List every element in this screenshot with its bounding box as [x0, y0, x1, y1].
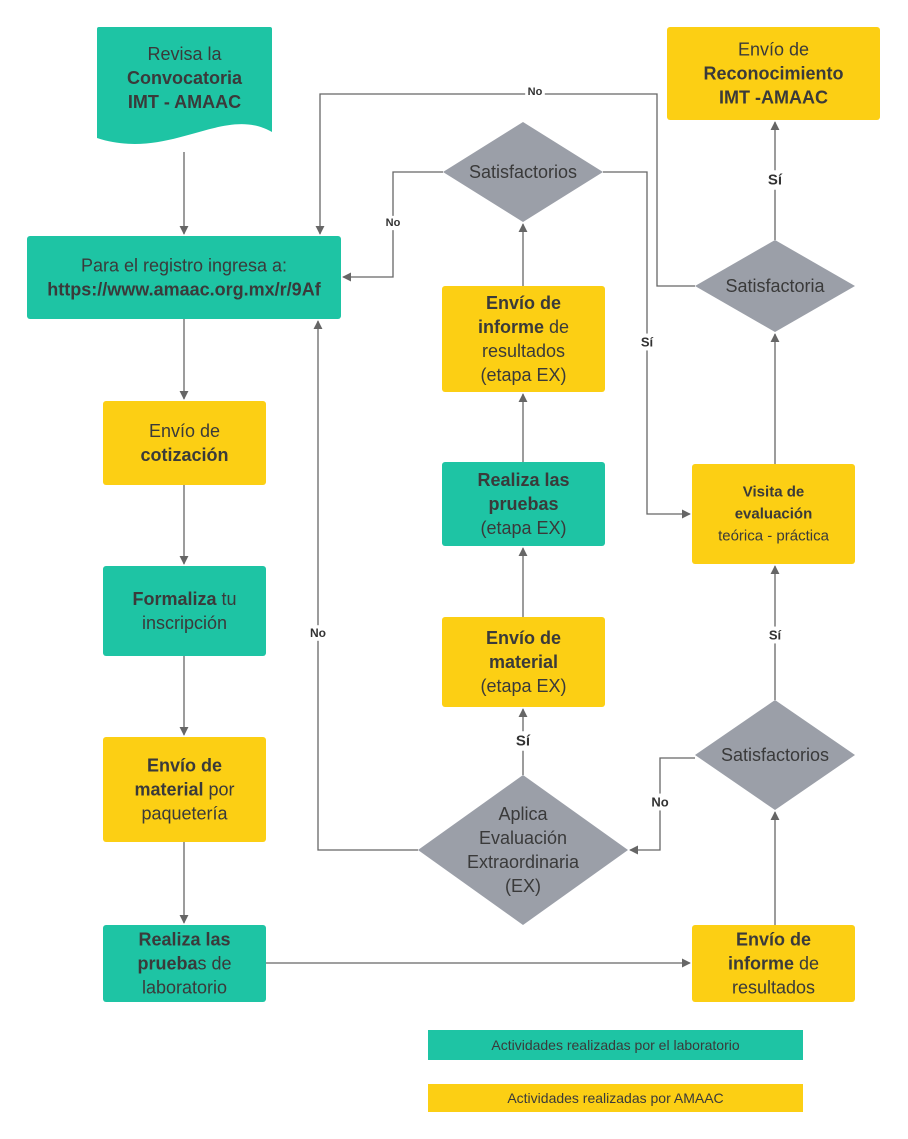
node-sat-ex: Satisfactorios	[443, 122, 603, 222]
edge-label-background	[762, 170, 788, 190]
node-text-line: laboratorio	[142, 978, 227, 998]
node-text-line: resultados	[482, 341, 565, 361]
node-shape	[442, 462, 605, 546]
node-text-line: Satisfactoria	[725, 276, 825, 296]
edge-label-background	[307, 625, 329, 641]
node-registro: Para el registro ingresa a: https://www.a…	[27, 236, 341, 319]
node-shape	[442, 286, 605, 392]
node-shape	[103, 925, 266, 1002]
node-informe: Envío de informe de resultados	[692, 925, 855, 1002]
node-text-line: resultados	[732, 978, 815, 998]
node-text-line: Reconocimiento	[703, 64, 843, 84]
node-shape	[27, 236, 341, 319]
legend-amaac: Actividades realizadas por AMAAC	[428, 1084, 803, 1112]
node-sat-informe: Satisfactorios	[695, 700, 855, 810]
node-text-line: Aplica	[498, 804, 548, 824]
edge-label-no-top: No	[528, 86, 543, 98]
edge-label-no-informe: No	[386, 217, 401, 229]
node-shape	[103, 737, 266, 842]
node-shape	[692, 925, 855, 1002]
node-shape	[695, 240, 855, 332]
node-shape	[695, 700, 855, 810]
edge-label-background	[510, 731, 536, 751]
node-text-line: Realiza las	[477, 470, 569, 490]
node-pruebas-ex: Realiza las pruebas (etapa EX)	[442, 462, 605, 546]
node-text-line: (etapa EX)	[480, 365, 566, 385]
node-text-line: Satisfactorios	[469, 162, 577, 182]
node-text-line: material	[489, 652, 558, 672]
node-text-line: Para el registro ingresa a:	[81, 256, 287, 276]
node-shape	[103, 401, 266, 485]
node-text-line: teórica - práctica	[718, 528, 830, 545]
node-text-line: evaluación	[735, 506, 813, 523]
node-text-line: Realiza las	[138, 930, 230, 950]
node-shape	[443, 122, 603, 222]
node-shape	[103, 566, 266, 656]
node-text-line: pruebas de	[137, 954, 231, 974]
node-text-line: Envío de	[736, 930, 811, 950]
legend-amaac-text: Actividades realizadas por AMAAC	[507, 1090, 724, 1106]
node-text-line: Envío de	[486, 293, 561, 313]
node-text-line: (etapa EX)	[480, 518, 566, 538]
edge-aplica-no-registro	[313, 320, 418, 851]
node-text-line: cotización	[140, 445, 228, 465]
node-material-ex: Envío de material (etapa EX)	[442, 617, 605, 707]
node-text-line: informe de	[478, 317, 569, 337]
legend-laboratorio-text: Actividades realizadas por el laboratori…	[491, 1037, 740, 1053]
edge-label-si-sat-ex: Sí	[769, 628, 782, 643]
node-shape	[97, 27, 272, 144]
node-text-line: Evaluación	[479, 828, 567, 848]
node-text-line: (etapa EX)	[480, 676, 566, 696]
node-text-line: Convocatoria	[127, 68, 243, 88]
node-shape	[418, 775, 628, 925]
edge-label-background	[525, 84, 545, 100]
node-text-line: IMT -AMAAC	[719, 88, 828, 108]
node-sat-visita: Satisfactoria	[695, 240, 855, 332]
edge-label-si-aplica: Sí	[516, 733, 531, 750]
node-informe-ex: Envío de informe de resultados (etapa EX)	[442, 286, 605, 392]
node-text-line: Extraordinaria	[467, 852, 580, 872]
node-text-line: Envío de	[738, 40, 809, 60]
edge-label-background	[383, 215, 403, 231]
node-text-line: Revisa la	[147, 44, 222, 64]
node-material-paq: Envío de material por paquetería	[103, 737, 266, 842]
node-text-line: Envío de	[147, 756, 222, 776]
node-text-line: Formaliza tu	[132, 589, 236, 609]
node-cotizacion: Envío de cotización	[103, 401, 266, 485]
node-text-line: Envío de	[486, 628, 561, 648]
edge-satvisita-no-registro	[315, 93, 695, 287]
edge-label-background	[648, 793, 672, 811]
node-text-line: Satisfactorios	[721, 745, 829, 765]
node-shape	[692, 464, 855, 564]
edge-label-si-visita: Sí	[641, 335, 654, 350]
edge-label-no-aplica: No	[310, 626, 326, 640]
node-text-line: (EX)	[505, 876, 541, 896]
edge-label-no-sat-ex: No	[651, 795, 668, 810]
node-text-line: paquetería	[141, 804, 228, 824]
node-shape	[667, 27, 880, 120]
node-pruebas-lab: Realiza las pruebas de laboratorio	[103, 925, 266, 1002]
node-text-line: Envío de	[149, 421, 220, 441]
node-text-line: pruebas	[488, 494, 558, 514]
node-text-line: IMT - AMAAC	[128, 92, 241, 112]
node-text-line: Visita de	[743, 484, 804, 501]
edge-label-si-reconocimiento: Sí	[768, 172, 783, 189]
node-visita: Visita de evaluación teórica - práctica	[692, 464, 855, 564]
node-text-line: material por	[134, 780, 234, 800]
node-shape	[442, 617, 605, 707]
node-text-line: inscripción	[142, 613, 227, 633]
legend-laboratorio: Actividades realizadas por el laboratori…	[428, 1030, 803, 1060]
node-text-line: https://www.amaac.org.mx/r/9Af	[47, 280, 321, 300]
node-text-line: informe de	[728, 954, 819, 974]
edge-label-background	[635, 333, 659, 351]
node-formaliza: Formaliza tu inscripción	[103, 566, 266, 656]
edge-label-background	[763, 626, 787, 644]
